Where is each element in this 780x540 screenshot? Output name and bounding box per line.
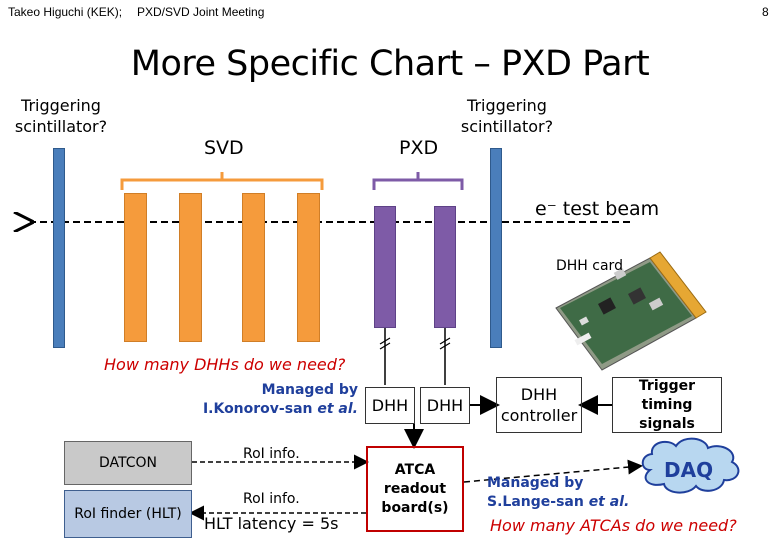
pxd-label: PXD (399, 137, 439, 159)
roi-finder-box: RoI finder (HLT) (64, 490, 192, 538)
datcon-box: DATCON (64, 441, 192, 485)
dhh-box-2-label: DHH (426, 396, 464, 415)
header-author: Takeo Higuchi (KEK); (8, 5, 123, 19)
svd-plate-3 (242, 193, 265, 342)
scintillator-right (490, 148, 502, 348)
header-meeting: PXD/SVD Joint Meeting (137, 5, 265, 19)
dhh-box-1-label: DHH (371, 396, 409, 415)
atca-label: ATCA readout board(s) (381, 461, 449, 516)
svd-label: SVD (204, 137, 244, 159)
slide-title: More Specific Chart – PXD Part (130, 44, 650, 84)
roi-info-label-1: RoI info. (243, 446, 300, 462)
dhh-controller-label: DHH controller (500, 385, 578, 425)
pxd-plate-1 (374, 206, 396, 328)
page-number: 8 (762, 5, 769, 19)
roi-finder-label: RoI finder (HLT) (74, 505, 182, 522)
hlt-latency-label: HLT latency = 5s (204, 514, 339, 533)
pxd-plate-2 (434, 206, 456, 328)
dhh-controller-box: DHH controller (496, 377, 582, 433)
trigger-scintillator-right-label: Triggering scintillator? (460, 96, 554, 136)
managed-lange-line1: Managed by (487, 475, 584, 491)
atca-box: ATCA readout board(s) (366, 446, 464, 532)
dhh-card-image (555, 251, 707, 371)
svd-brace (120, 172, 324, 190)
svd-plate-4 (297, 193, 320, 342)
svd-plate-1 (124, 193, 147, 342)
dhh-card-label: DHH card (556, 258, 623, 274)
managed-konorov-line1: Managed by (261, 382, 358, 398)
managed-lange: Managed by S.Lange-san et al. (487, 474, 629, 512)
pxd-brace (372, 172, 464, 190)
roi-info-label-2: RoI info. (243, 491, 300, 507)
datcon-label: DATCON (98, 455, 158, 471)
svd-plate-2 (179, 193, 202, 342)
daq-label: DAQ (664, 458, 714, 482)
dhh-box-2: DHH (420, 387, 470, 424)
daq-cloud (641, 437, 740, 494)
trigger-scintillator-left-label: Triggering scintillator? (14, 96, 108, 136)
managed-konorov-line2: I.Konorov-san et al. (202, 401, 358, 417)
managed-lange-line2: S.Lange-san et al. (487, 494, 630, 510)
beam-label: e⁻ test beam (535, 198, 660, 220)
scintillator-left (53, 148, 65, 348)
trigger-timing-box: Trigger timing signals (612, 377, 722, 433)
question-dhh-count: How many DHHs do we need? (104, 355, 346, 374)
trigger-timing-label: Trigger timing signals (638, 377, 696, 432)
dhh-box-1: DHH (365, 387, 415, 424)
question-atca-count: How many ATCAs do we need? (490, 516, 737, 535)
managed-konorov: Managed by I.Konorov-san et al. (190, 381, 358, 419)
